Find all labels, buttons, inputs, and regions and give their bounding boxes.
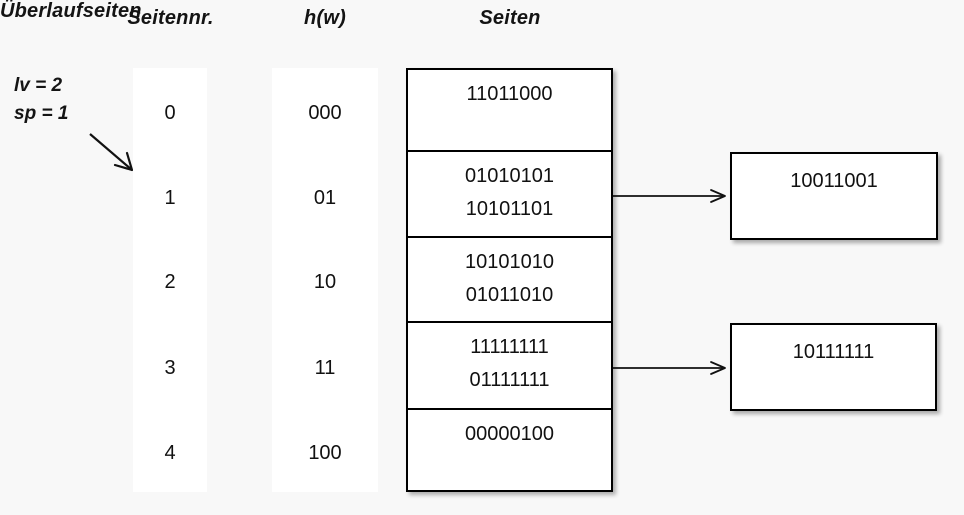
page-record: 10101010 <box>465 251 554 273</box>
column-strip-seitennr: 0 1 2 3 4 <box>133 68 207 492</box>
page-slot-4: 00000100 <box>408 410 611 490</box>
arrow-right-icon <box>613 189 726 203</box>
page-record: 01111111 <box>469 369 550 391</box>
column-header-seitennr: Seitennr. <box>127 7 214 29</box>
column-header-ueberlaufseiten: Überlaufseiten <box>0 0 142 22</box>
page-record: 01010101 <box>465 165 554 187</box>
page-record: 01011010 <box>465 284 554 306</box>
cell-seitennr-4: 4 <box>164 442 176 464</box>
cell-hw-4: 100 <box>308 442 342 464</box>
overflow-record: 10011001 <box>790 170 878 192</box>
parameter-sp: sp = 1 <box>14 103 69 124</box>
pages-container: 11011000 01010101 10101101 10101010 0101… <box>406 68 613 492</box>
parameter-block: lv = 2 sp = 1 <box>14 72 124 128</box>
page-slot-0: 11011000 <box>408 70 611 152</box>
page-slot-1: 01010101 10101101 <box>408 152 611 238</box>
column-header-hw: h(w) <box>304 7 346 29</box>
overflow-record: 10111111 <box>792 341 875 363</box>
cell-hw-2: 10 <box>313 271 337 293</box>
page-slot-3: 11111111 01111111 <box>408 323 611 410</box>
cell-hw-0: 000 <box>308 102 342 124</box>
arrow-right-icon <box>613 361 726 375</box>
cell-hw-1: 01 <box>313 187 337 209</box>
cell-seitennr-2: 2 <box>164 271 176 293</box>
cell-seitennr-0: 0 <box>164 102 176 124</box>
page-record: 11011000 <box>466 83 553 105</box>
overflow-page-1: 10111111 <box>730 323 937 411</box>
column-header-seiten: Seiten <box>479 7 541 29</box>
cell-hw-3: 11 <box>314 357 336 379</box>
page-record: 00000100 <box>465 423 554 445</box>
cell-seitennr-3: 3 <box>164 357 176 379</box>
parameter-lv: lv = 2 <box>14 75 63 96</box>
page-record: 10101101 <box>465 198 554 220</box>
page-record: 11111111 <box>470 336 549 358</box>
column-strip-hw: 000 01 10 11 100 <box>272 68 378 492</box>
page-slot-2: 10101010 01011010 <box>408 238 611 323</box>
cell-seitennr-1: 1 <box>164 187 176 209</box>
overflow-page-0: 10011001 <box>730 152 938 240</box>
